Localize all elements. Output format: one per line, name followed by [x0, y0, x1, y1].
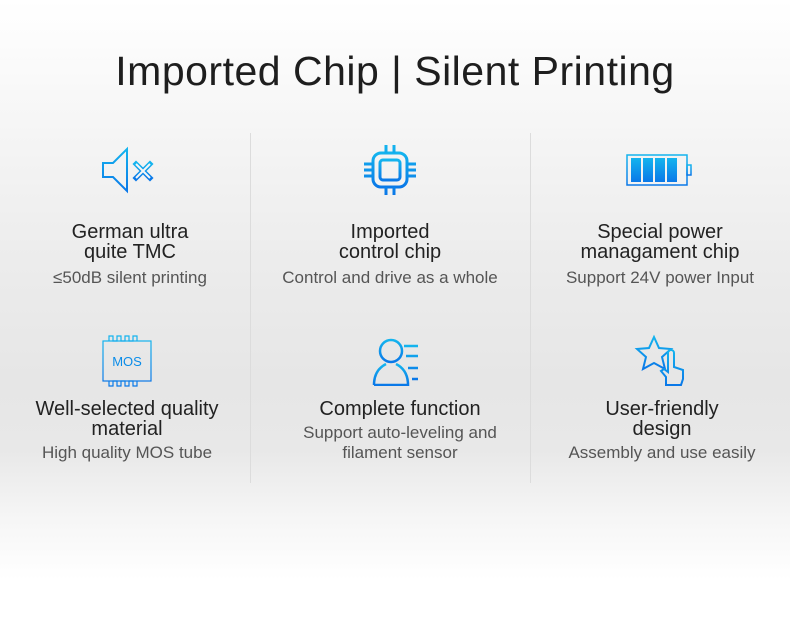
- feature-subtitle: Control and drive as a whole: [282, 268, 498, 287]
- feature-quality-material: MOS Well-selected quality material High …: [0, 333, 257, 463]
- feature-title: managament chip: [580, 241, 740, 263]
- feature-title: Imported: [350, 221, 430, 243]
- feature-subtitle: ≤50dB silent printing: [53, 268, 207, 287]
- feature-title: User-friendly: [605, 398, 719, 420]
- feature-title: design: [632, 418, 692, 440]
- feature-title: material: [91, 418, 163, 440]
- divider: [250, 133, 251, 483]
- feature-subtitle: High quality MOS tube: [41, 443, 213, 462]
- battery-icon: [530, 142, 790, 198]
- star-hand-icon: [532, 333, 790, 389]
- divider: [530, 133, 531, 483]
- user-list-icon: [270, 333, 530, 389]
- chip-icon: [260, 142, 520, 198]
- feature-complete-function: Complete function Support auto-leveling …: [270, 333, 530, 463]
- feature-power-chip: Special power managament chip Support 24…: [530, 142, 790, 288]
- feature-title: Complete function: [319, 398, 481, 420]
- feature-title: Well-selected quality: [35, 398, 219, 420]
- feature-title: quite TMC: [84, 241, 176, 263]
- svg-text:MOS: MOS: [112, 354, 142, 369]
- feature-subtitle: filament sensor: [342, 443, 458, 462]
- page-title: Imported Chip | Silent Printing: [115, 48, 675, 94]
- feature-control-chip: Imported control chip Control and drive …: [260, 142, 520, 288]
- feature-title: Special power: [597, 221, 723, 243]
- speaker-mute-icon: [0, 142, 260, 198]
- mos-icon: MOS: [0, 333, 257, 389]
- feature-title: German ultra: [71, 221, 189, 243]
- feature-user-friendly: User-friendly design Assembly and use ea…: [532, 333, 790, 463]
- feature-silent-tmc: German ultra quite TMC ≤50dB silent prin…: [0, 142, 260, 288]
- feature-subtitle: Support auto-leveling and: [303, 423, 497, 442]
- feature-subtitle: Assembly and use easily: [568, 443, 756, 462]
- feature-subtitle: Support 24V power Input: [565, 268, 755, 287]
- feature-title: control chip: [338, 241, 442, 263]
